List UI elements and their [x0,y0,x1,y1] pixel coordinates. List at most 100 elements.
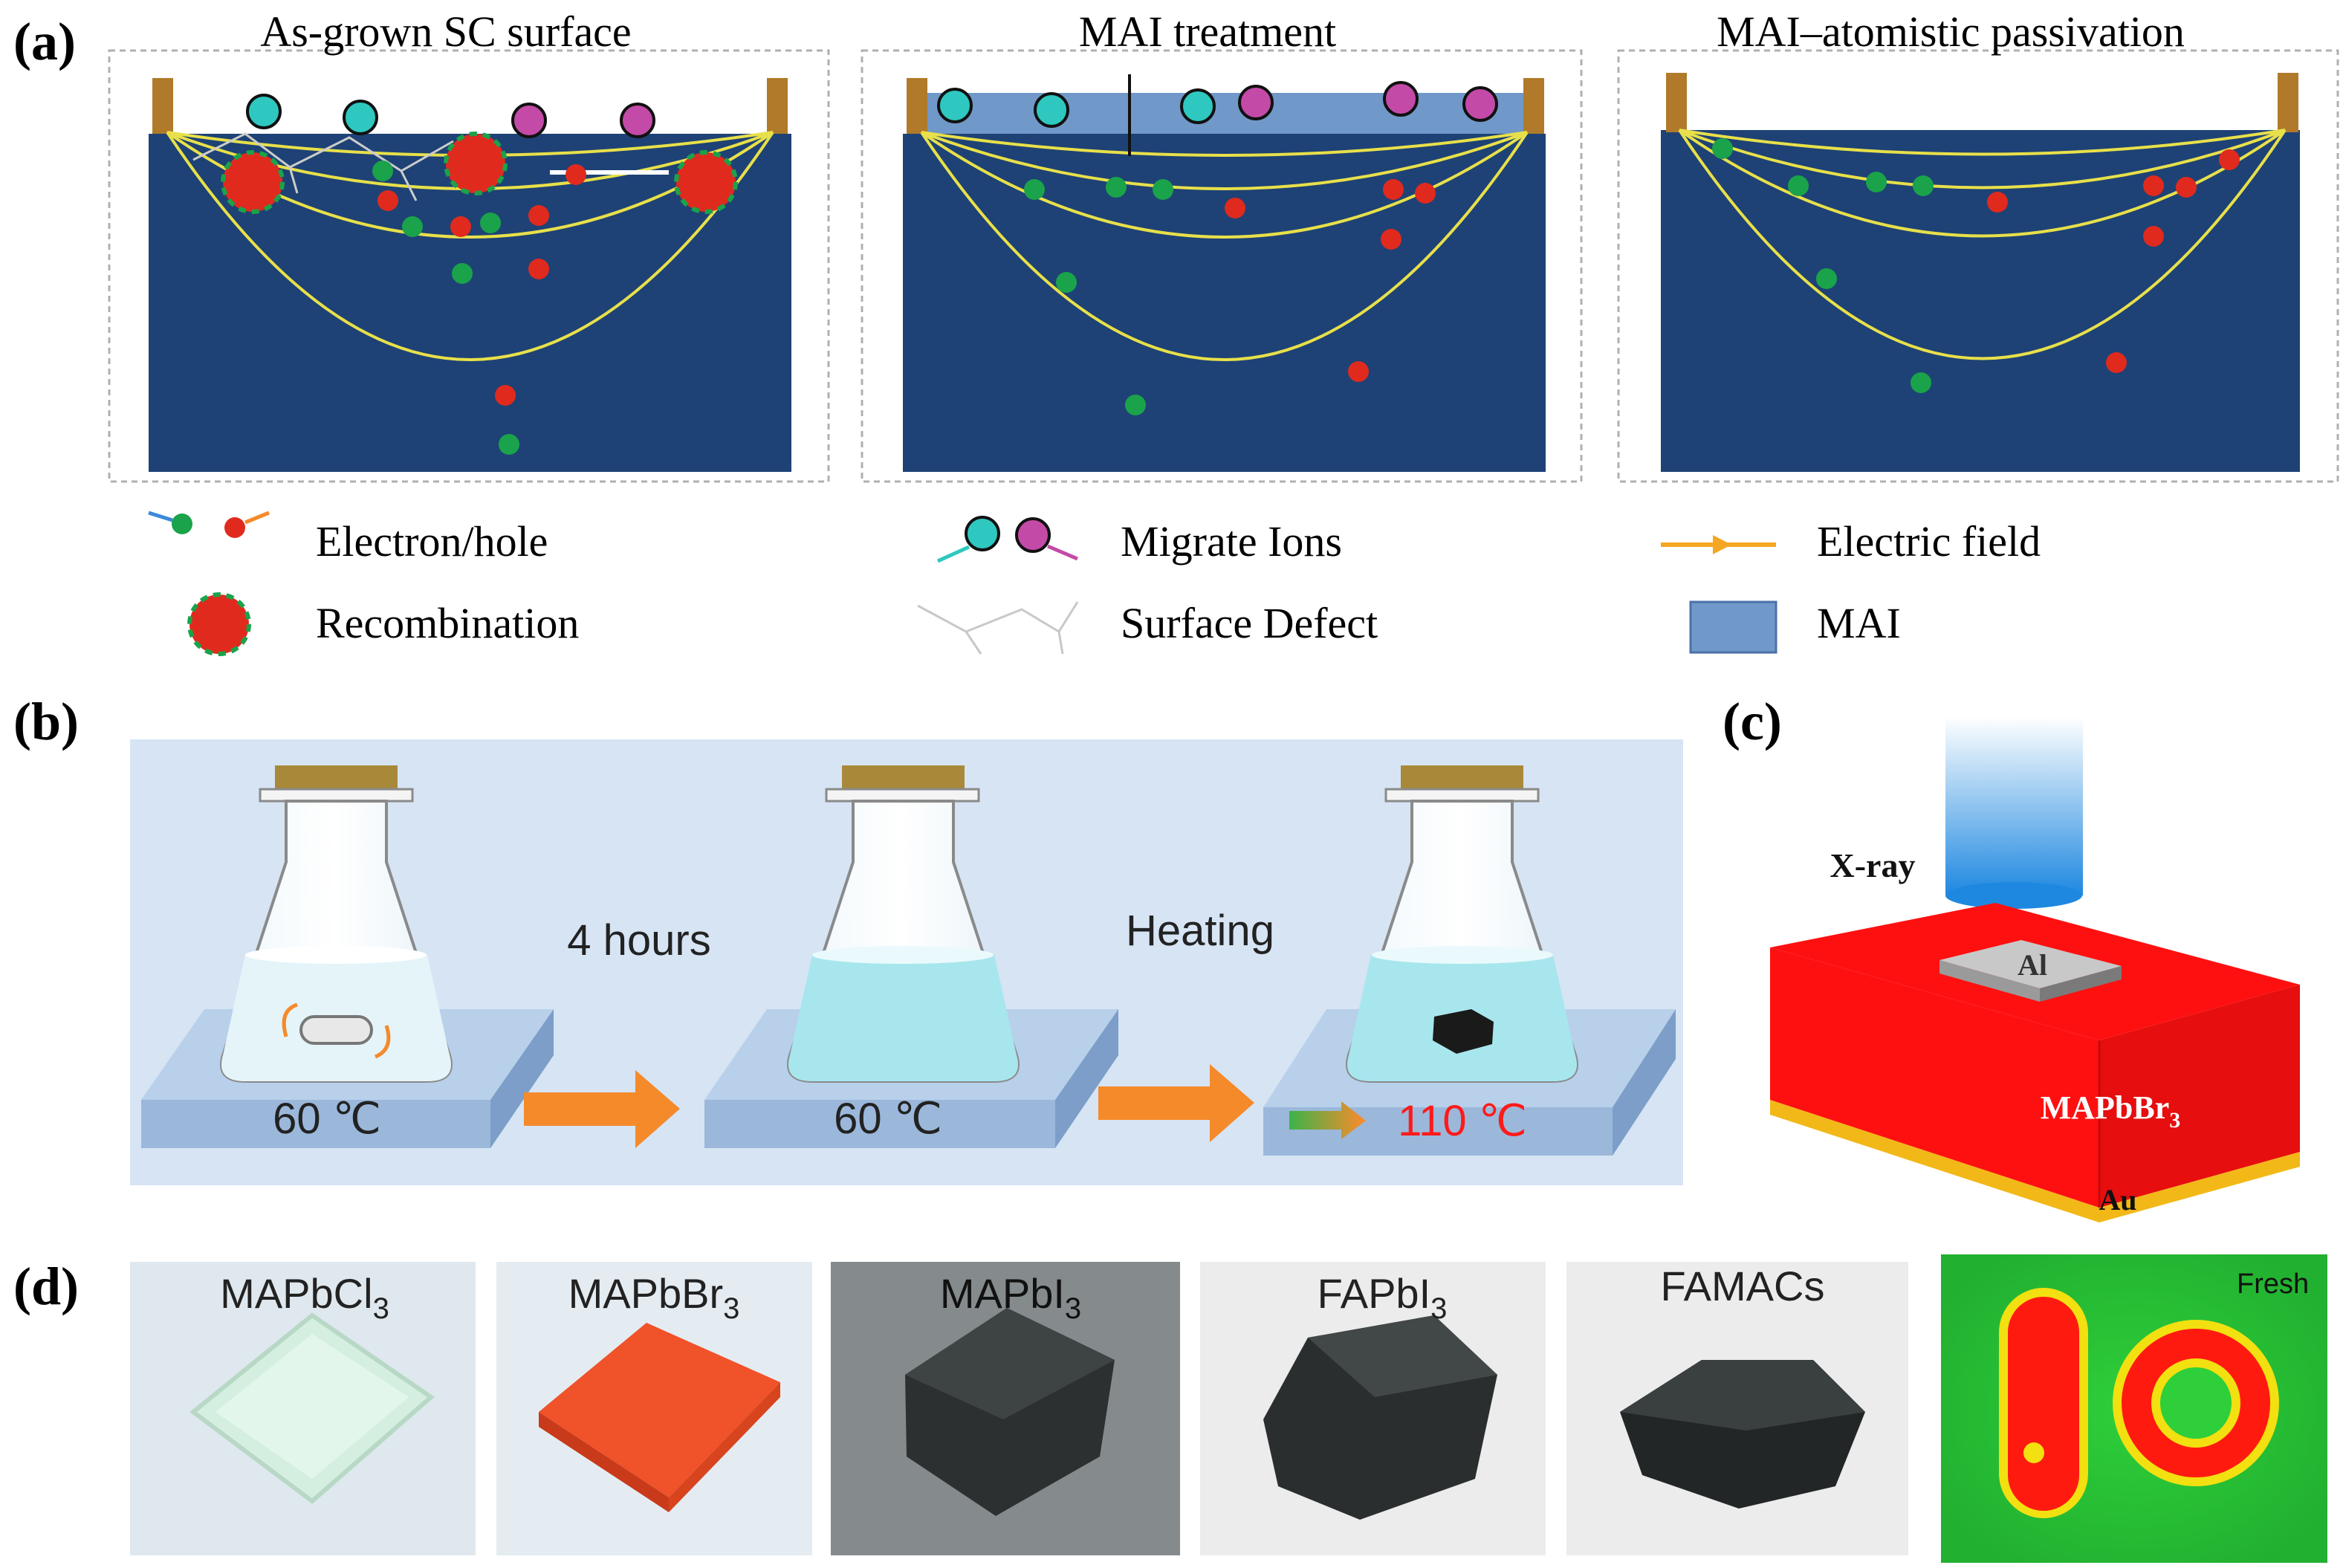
ion-magenta [620,103,655,138]
ion-cyan [1034,92,1069,128]
ion-cyan [937,88,973,123]
legend-recombination: Recombination [316,599,579,647]
recombination-legend-icon [187,592,251,656]
recombination-icon [674,150,738,214]
legend-surface-defect: Surface Defect [1121,599,1378,647]
electron [1913,175,1934,196]
sample-label-sub: 3 [1065,1292,1081,1325]
step-label: 4 hours [567,916,710,965]
electron [1911,372,1931,393]
plate-front [141,1100,490,1148]
stir-bar [299,1015,373,1045]
sample-label-sub: 3 [373,1292,389,1325]
heating-arrow [1289,1101,1366,1139]
flask-collar [825,788,980,803]
hole [2143,226,2164,247]
ion-magenta-legend-icon [1015,517,1051,553]
electron [1712,138,1733,159]
hole [528,205,549,226]
ion-magenta [1238,85,1274,120]
step-label: Heating [1126,907,1274,955]
ion-cyan [246,94,282,129]
electron-arrow [148,511,173,522]
map-ring-hole [2160,1367,2232,1439]
subpanel-as-grown: As-grown SC surface [108,7,830,483]
legend-electric-field: Electric field [1817,517,2041,566]
electron [372,161,393,181]
panel-c: (c) X-ray Al MAPbBr3 Au [1723,692,2300,1222]
hole [2143,175,2164,196]
hole [1415,183,1436,204]
sample-famacs: FAMACs [1566,1262,1908,1555]
legend: Electron/hole Recombination Migrate Ions… [148,511,2041,656]
hole [1987,192,2008,213]
crystal-photo-face [905,1308,1115,1419]
left-electrode [1666,73,1687,132]
surface-defect-legend-icon [917,601,1079,655]
hole [2219,149,2240,170]
electron [499,434,519,455]
electron [1106,177,1127,198]
electron [1153,179,1173,200]
xray-image-map: Fresh [1941,1254,2327,1563]
electron [1024,179,1045,200]
sample-label: MAPbBr3 [568,1270,740,1325]
flask-collar [259,788,414,803]
mai-layer [918,93,1531,134]
electron [480,213,501,233]
sample-label-base: MAPbI [940,1270,1065,1317]
legend-mai: MAI [1817,599,1901,647]
hole [1225,198,1245,218]
electric-field-lines [1678,129,2287,360]
panel-d-letter: (d) [13,1257,79,1316]
left-electrode [152,78,173,134]
hole [450,216,471,237]
map-bar [2008,1297,2079,1511]
carriers [1712,138,2240,393]
electron-legend-icon [172,514,192,534]
aluminum-electrode-side [2040,966,2122,1002]
electron [1788,175,1809,196]
crystal-photo-edge [539,1412,669,1512]
recombination-icons [221,132,738,214]
subpanel-title: As-grown SC surface [260,7,631,56]
sample-label-sub: 3 [723,1292,739,1325]
temperature-label: 60 ℃ [273,1095,381,1143]
crystal-block [1661,130,2300,472]
hole [566,164,586,185]
flask-3 [1346,765,1578,1083]
ion-cyan [1180,88,1216,124]
crystal-photo-face [1620,1360,1865,1431]
xray-beam-bottom [1945,882,2082,909]
flask-1 [220,765,453,1083]
crystal-photo-edge [669,1382,780,1512]
migrate-ions [937,81,1498,128]
ion-cyan [343,100,378,135]
map-label: Fresh [2237,1269,2309,1300]
legend-electron-hole: Electron/hole [316,517,548,566]
temperature-label: 60 ℃ [834,1095,942,1143]
hole [1381,229,1401,250]
aluminum-electrode [1939,940,2122,988]
solution-surface [1372,946,1553,964]
subpanel-frame [861,49,1583,483]
temperature-label: 110 ℃ [1398,1097,1527,1145]
carriers [1024,177,1436,415]
recombination-icon [221,150,285,214]
hole [1348,361,1369,382]
legend-migrate-ions: Migrate Ions [1121,517,1342,566]
sample-label-base: FAPbI [1318,1270,1431,1317]
ion-magenta [511,103,547,138]
carriers [372,161,586,455]
solution-surface [812,946,994,964]
aluminum-electrode-front [1939,960,2040,1002]
xray-beam [1945,717,2083,895]
sample-label-base: FAMACs [1661,1263,1825,1309]
ion-cyan-legend-icon [965,516,1000,551]
electron [1125,395,1146,415]
sample-label-base: MAPbBr [568,1270,724,1317]
hole [528,259,549,279]
subpanel-title: MAI treatment [1079,7,1336,56]
electron [1866,172,1887,192]
